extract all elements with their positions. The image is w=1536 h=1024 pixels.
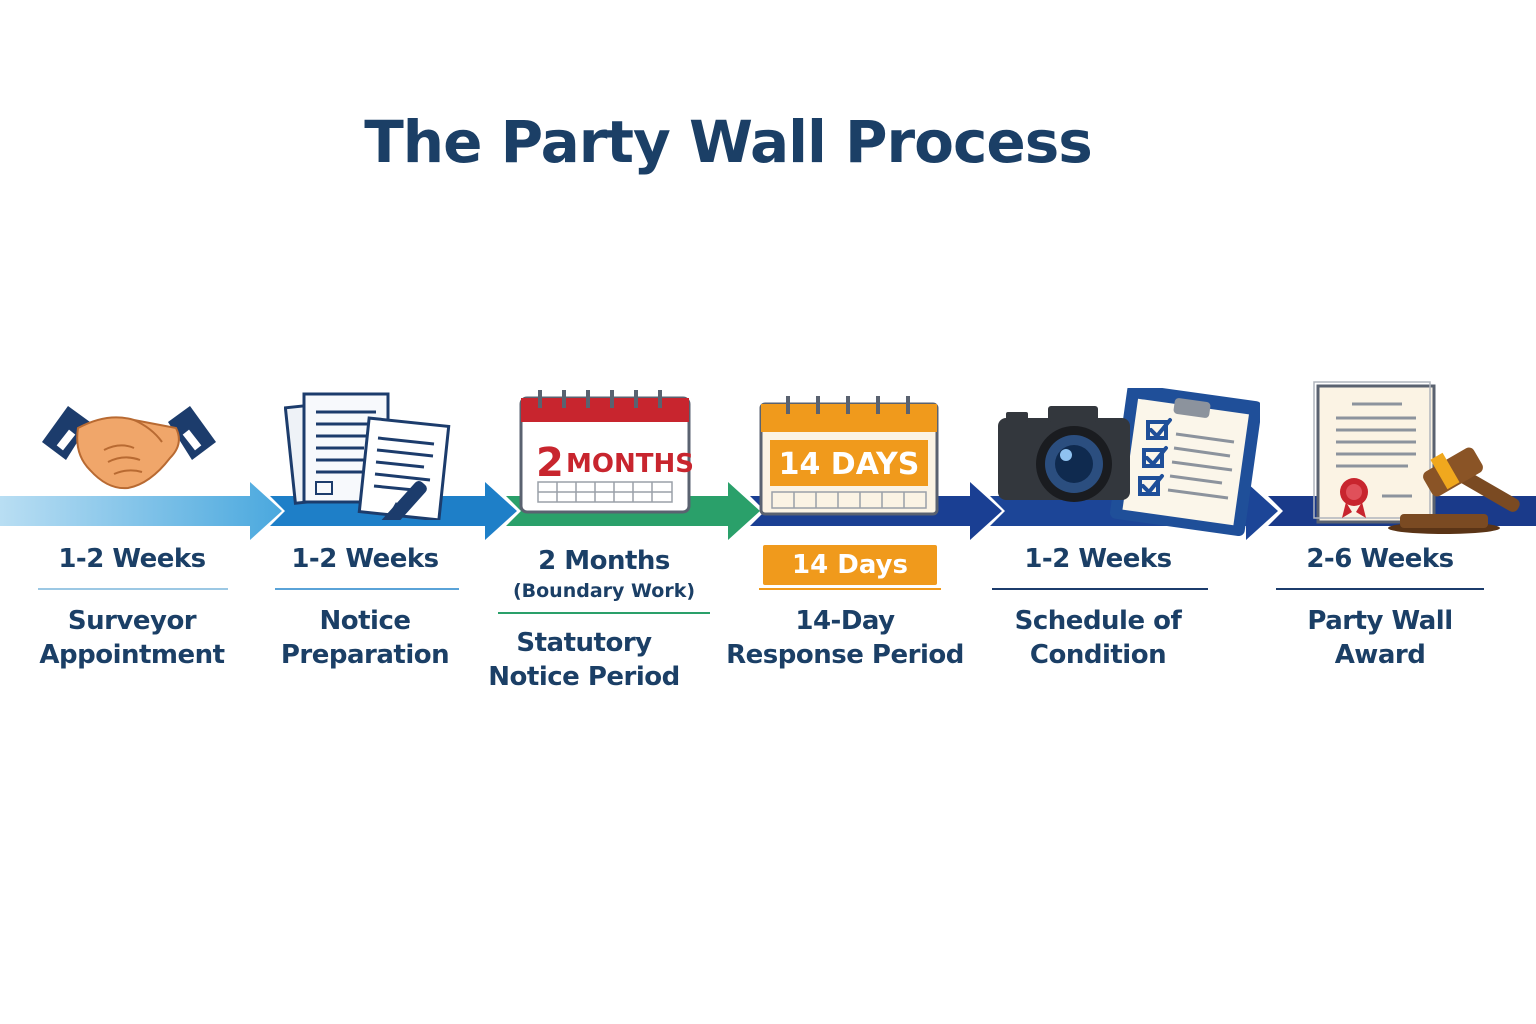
step-label: Party Wall Award: [1307, 606, 1453, 670]
divider: [1276, 588, 1484, 590]
divider: [498, 612, 710, 614]
step-duration: 1-2 Weeks: [291, 544, 439, 574]
step-subduration: (Boundary Work): [512, 580, 696, 602]
camera-clipboard-icon: [998, 388, 1260, 536]
step-label: Statutory Notice Period: [488, 628, 680, 692]
duration-badge: 14 Days: [763, 545, 937, 585]
divider: [38, 588, 228, 590]
calendar-text: 14 DAYS: [779, 447, 920, 482]
documents-pen-icon: [284, 392, 451, 520]
step-label: Surveyor Appointment: [39, 606, 225, 670]
step-duration: 1-2 Weeks: [58, 544, 206, 574]
divider: [992, 588, 1208, 590]
calendar-number: 2: [536, 440, 564, 486]
handshake-icon: [42, 406, 216, 490]
calendar-2-months-icon: 2 MONTHS: [519, 390, 694, 514]
step-label: Schedule of Condition: [1014, 606, 1182, 670]
certificate-gavel-icon: [1313, 381, 1520, 534]
step-label: 14-Day Response Period: [726, 606, 964, 670]
calendar-14-days-icon: 14 DAYS: [759, 396, 939, 516]
divider: [759, 588, 941, 590]
calendar-text: MONTHS: [566, 449, 694, 479]
step-label: Notice Preparation: [280, 606, 450, 670]
page-title: The Party Wall Process: [364, 108, 1093, 176]
step-duration: 1-2 Weeks: [1024, 544, 1172, 574]
step-duration: 2-6 Weeks: [1306, 544, 1454, 574]
divider: [275, 588, 459, 590]
step-duration: 2 Months: [538, 546, 670, 576]
